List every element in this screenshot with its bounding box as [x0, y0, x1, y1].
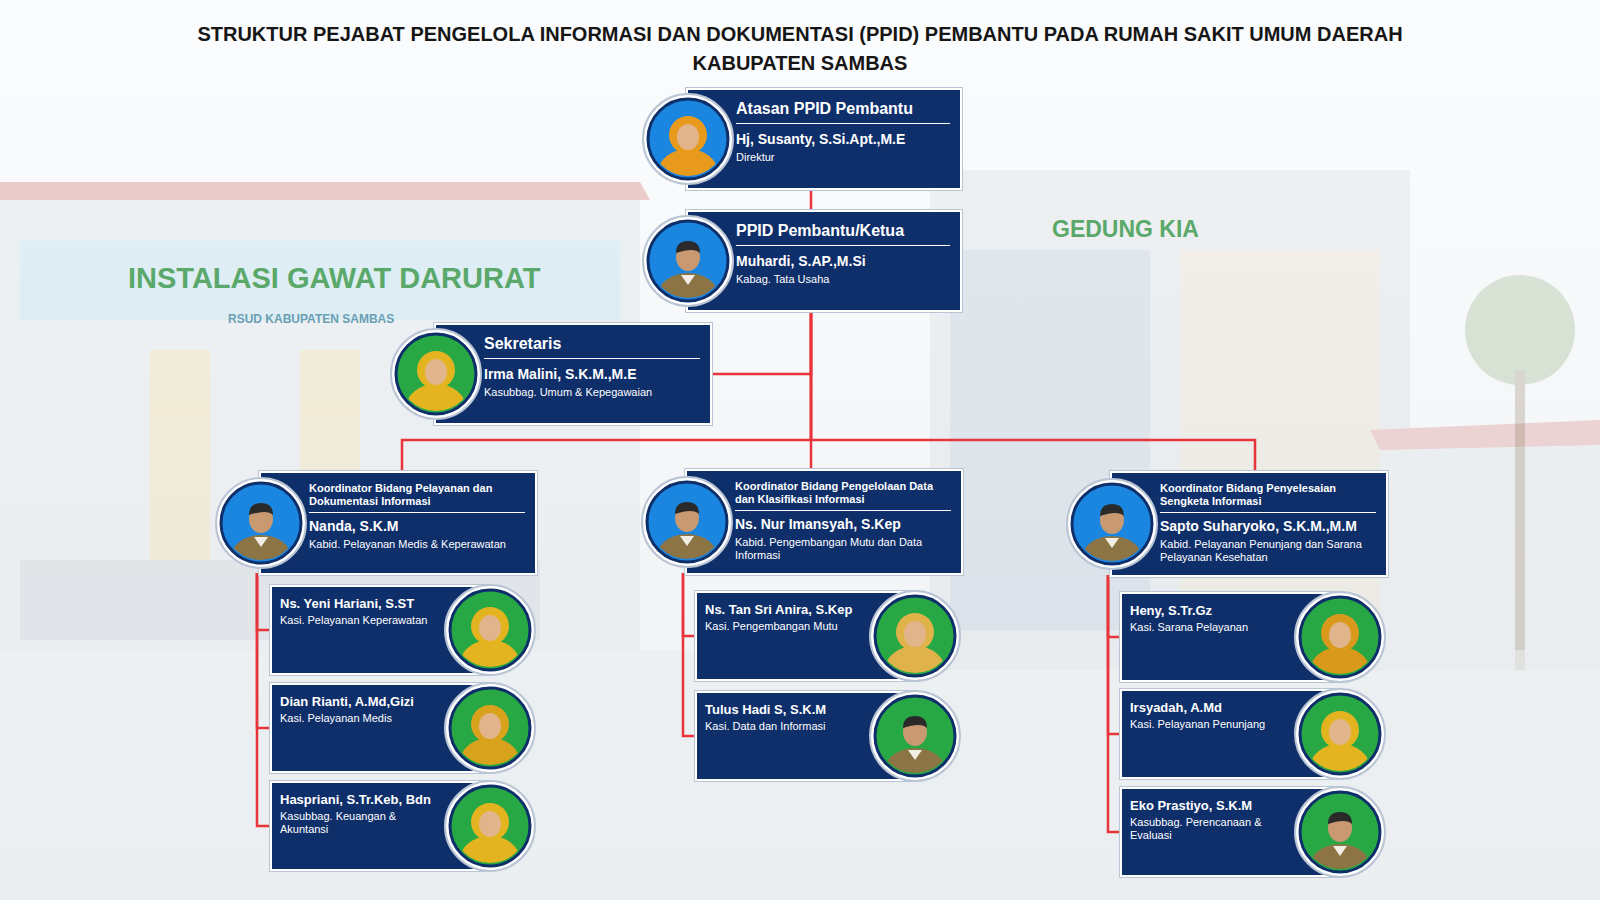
position-title: Kabid. Pelayanan Penunjang dan Sarana Pe…: [1160, 538, 1376, 564]
org-connector: [257, 573, 272, 728]
person-name: Hj, Susanty, S.Si.Apt.,M.E: [736, 131, 950, 148]
position-title: Kasi. Pelayanan Keperawatan: [280, 614, 444, 627]
person-name: Irma Malini, S.K.M.,M.E: [484, 366, 700, 383]
position-title: Kasi. Data dan Informasi: [705, 720, 869, 733]
role-heading: Koordinator Bidang Pengelolaan Data dan …: [735, 480, 951, 511]
position-title: Kasubbag. Perencanaan & Evaluasi: [1130, 816, 1294, 842]
person-name: Ns. Tan Sri Anira, S.Kep: [705, 602, 869, 618]
person-name: Haspriani, S.Tr.Keb, Bdn: [280, 792, 444, 808]
card-text: Koordinator Bidang Pengelolaan Data dan …: [735, 471, 951, 571]
forecourt: [0, 650, 1600, 900]
person-name: Nanda, S.K.M: [309, 518, 525, 535]
tree: [1465, 275, 1575, 670]
position-title: Kasi. Sarana Pelayanan: [1130, 621, 1294, 634]
card-text: Atasan PPID PembantuHj, Susanty, S.Si.Ap…: [736, 90, 950, 172]
role-heading: Koordinator Bidang Penyelesaian Sengketa…: [1160, 482, 1376, 513]
position-title: Kasi. Pengembangan Mutu: [705, 620, 869, 633]
person-name: Tulus Hadi S, S.K.M: [705, 702, 869, 718]
person-card: Koordinator Bidang Penyelesaian Sengketa…: [1066, 473, 1386, 575]
person-card: Tulus Hadi S, S.K.M Kasi. Data dan Inform…: [697, 693, 959, 779]
person-card: SekretarisIrma Malini, S.K.M.,M.E Kasubba…: [390, 325, 710, 423]
person-name: Muhardi, S.AP.,M.Si: [736, 253, 950, 270]
person-card: Dian Rianti, A.Md,GiziKasi. Pelayanan Me…: [272, 685, 534, 771]
person-name: Dian Rianti, A.Md,Gizi: [280, 694, 444, 710]
card-text: PPID Pembantu/KetuaMuhardi, S.AP.,M.SiKa…: [736, 212, 950, 294]
person-card: Eko Prastiyo, S.K.M Kasubbag. Perencanaan…: [1122, 789, 1384, 875]
org-connector: [810, 188, 813, 212]
org-connector: [811, 310, 1255, 473]
person-card: Koordinator Bidang Pengelolaan Data dan …: [641, 471, 961, 573]
card-text: Ns. Yeni Hariani, S.ST Kasi. Pelayanan Ke…: [280, 587, 444, 635]
role-heading: Sekretaris: [484, 334, 700, 359]
org-connector: [1108, 575, 1122, 637]
position-title: Kasi. Pelayanan Penunjang: [1130, 718, 1294, 731]
position-title: Kabid. Pelayanan Medis & Keperawatan: [309, 538, 525, 551]
person-name: Ns. Yeni Hariani, S.ST: [280, 596, 444, 612]
person-name: Eko Prastiyo, S.K.M: [1130, 798, 1294, 814]
card-text: SekretarisIrma Malini, S.K.M.,M.E Kasubba…: [484, 325, 700, 407]
card-text: Heny, S.Tr.GzKasi. Sarana Pelayanan: [1130, 594, 1294, 642]
card-text: Eko Prastiyo, S.K.M Kasubbag. Perencanaan…: [1130, 789, 1294, 850]
org-connector: [683, 573, 697, 636]
person-card: Irsyadah, A.MdKasi. Pelayanan Penunjang: [1122, 691, 1384, 777]
person-card: Haspriani, S.Tr.Keb, BdnKasubbag. Keuang…: [272, 783, 534, 869]
person-name: Sapto Suharyoko, S.K.M.,M.M: [1160, 518, 1376, 535]
chart-title: STRUKTUR PEJABAT PENGELOLA INFORMASI DAN…: [150, 20, 1450, 78]
person-card: Atasan PPID PembantuHj, Susanty, S.Si.Ap…: [642, 90, 960, 188]
org-connector: [683, 573, 697, 736]
role-heading: PPID Pembantu/Ketua: [736, 221, 950, 246]
building-sign: RSUD KABUPATEN SAMBAS: [228, 312, 394, 326]
building-sign: GEDUNG KIA: [1052, 216, 1199, 243]
org-connector: [1108, 575, 1122, 734]
position-title: Kasi. Pelayanan Medis: [280, 712, 444, 725]
org-connector: [257, 573, 272, 826]
card-text: Dian Rianti, A.Md,GiziKasi. Pelayanan Me…: [280, 685, 444, 733]
card-text: Koordinator Bidang Pelayanan dan Dokumen…: [309, 473, 525, 559]
card-text: Tulus Hadi S, S.K.M Kasi. Data dan Inform…: [705, 693, 869, 741]
person-name: Heny, S.Tr.Gz: [1130, 603, 1294, 619]
position-title: Kabid. Pengembangan Mutu dan Data Inform…: [735, 536, 951, 562]
person-card: Ns. Tan Sri Anira, S.KepKasi. Pengembang…: [697, 593, 959, 679]
role-heading: Koordinator Bidang Pelayanan dan Dokumen…: [309, 482, 525, 513]
org-connector: [1108, 575, 1122, 832]
person-card: PPID Pembantu/KetuaMuhardi, S.AP.,M.SiKa…: [642, 212, 960, 310]
person-card: Heny, S.Tr.GzKasi. Sarana Pelayanan: [1122, 594, 1384, 680]
position-title: Kasubbag. Umum & Kepegawaian: [484, 386, 700, 399]
building-sign: INSTALASI GAWAT DARURAT: [128, 262, 540, 295]
card-text: Irsyadah, A.MdKasi. Pelayanan Penunjang: [1130, 691, 1294, 739]
person-name: Ns. Nur Imansyah, S.Kep: [735, 516, 951, 533]
person-card: Ns. Yeni Hariani, S.ST Kasi. Pelayanan Ke…: [272, 587, 534, 673]
org-connector: [257, 573, 272, 630]
position-title: Direktur: [736, 151, 950, 164]
position-title: Kabag. Tata Usaha: [736, 273, 950, 286]
person-card: Koordinator Bidang Pelayanan dan Dokumen…: [215, 473, 535, 573]
card-text: Koordinator Bidang Penyelesaian Sengketa…: [1160, 473, 1376, 573]
position-title: Kasubbag. Keuangan & Akuntansi: [280, 810, 444, 836]
org-connector: [710, 310, 811, 374]
role-heading: Atasan PPID Pembantu: [736, 99, 950, 124]
card-text: Haspriani, S.Tr.Keb, BdnKasubbag. Keuang…: [280, 783, 444, 844]
card-text: Ns. Tan Sri Anira, S.KepKasi. Pengembang…: [705, 593, 869, 641]
person-name: Irsyadah, A.Md: [1130, 700, 1294, 716]
